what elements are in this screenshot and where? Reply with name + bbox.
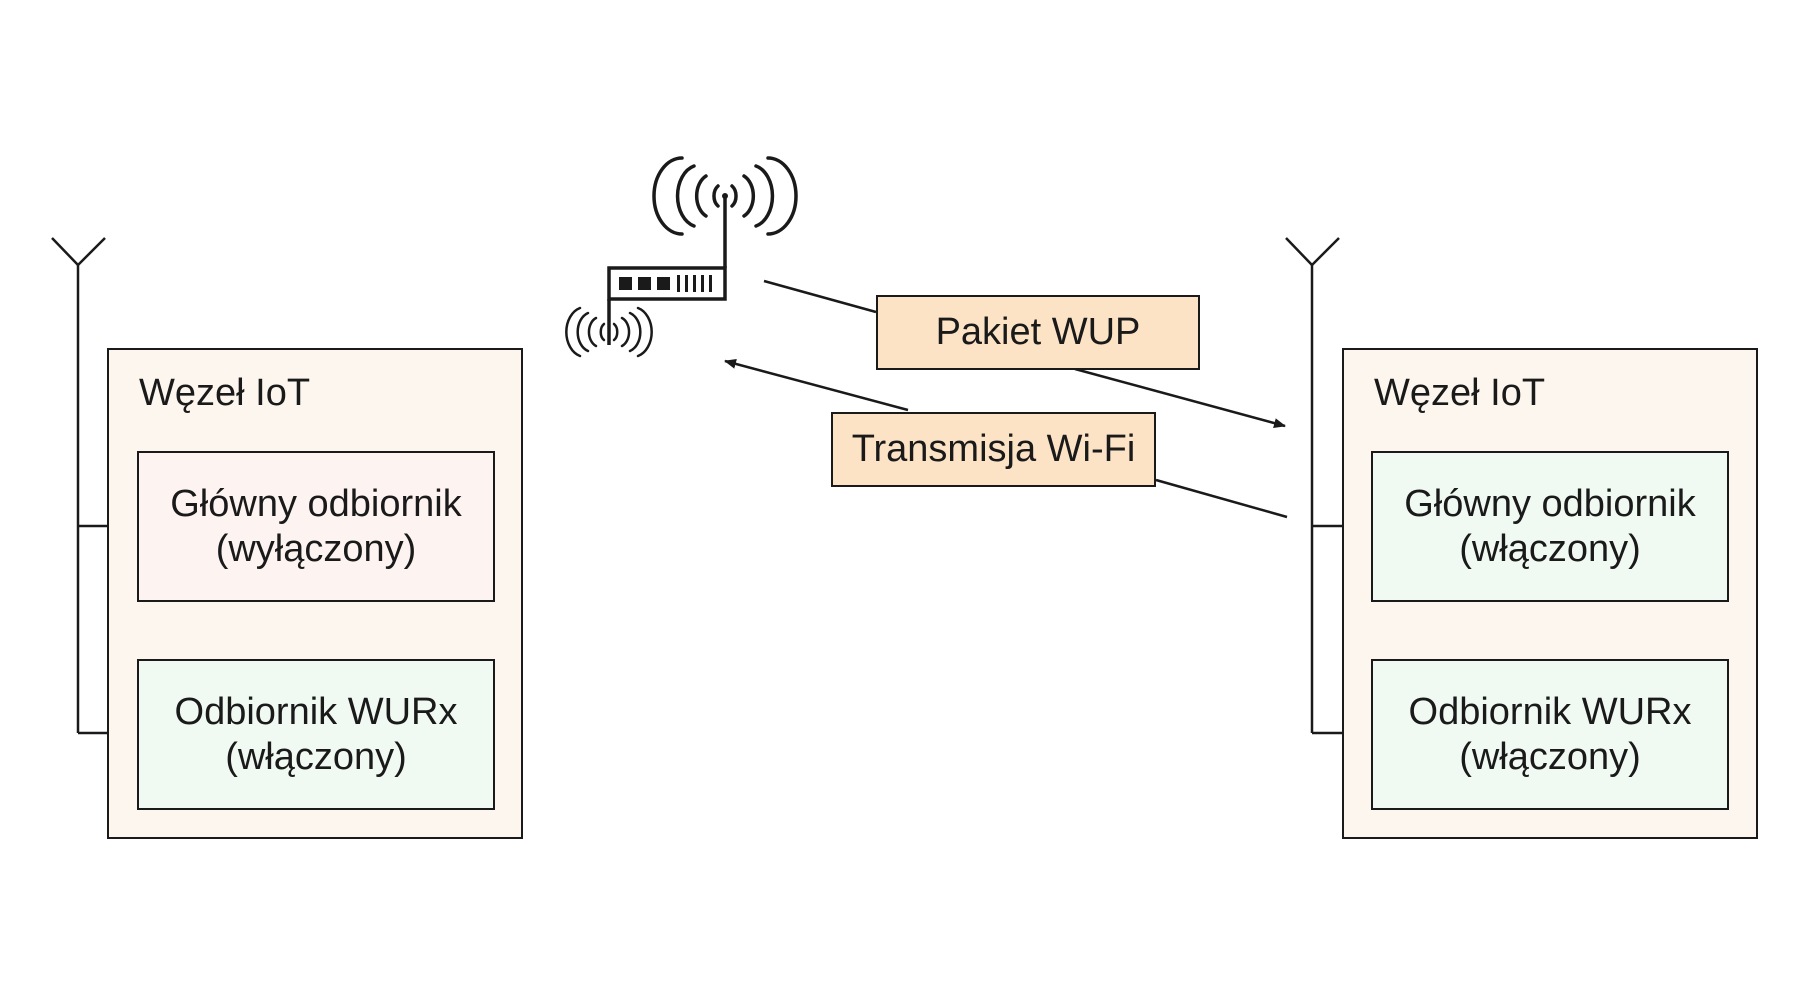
- access-point-icon: [607, 198, 727, 345]
- receiver-status: (włączony): [1459, 735, 1641, 778]
- wurx-receiver-left: Odbiornik WURx (włączony): [137, 659, 495, 810]
- receiver-status: (wyłączony): [215, 527, 417, 570]
- wup-packet-arrow: [763, 279, 1286, 428]
- main-receiver-left: Główny odbiornik (wyłączony): [137, 451, 495, 602]
- receiver-name: Główny odbiornik: [1404, 482, 1696, 525]
- main-receiver-right: Główny odbiornik (włączony): [1371, 451, 1729, 602]
- node-title: Węzeł IoT: [139, 372, 311, 414]
- receiver-name: Odbiornik WURx: [1408, 690, 1692, 733]
- wireless-signal-icon: [652, 156, 798, 236]
- wup-packet-label: Pakiet WUP: [876, 295, 1200, 370]
- wireless-signal-icon: [565, 306, 653, 358]
- wifi-transmission-label: Transmisja Wi-Fi: [831, 412, 1156, 487]
- wurx-receiver-right: Odbiornik WURx (włączony): [1371, 659, 1729, 810]
- wifi-transmission-arrow: [724, 359, 1288, 519]
- node-title: Węzeł IoT: [1374, 372, 1546, 414]
- receiver-status: (włączony): [225, 735, 407, 778]
- receiver-name: Odbiornik WURx: [174, 690, 458, 733]
- receiver-status: (włączony): [1459, 527, 1641, 570]
- receiver-name: Główny odbiornik: [170, 482, 462, 525]
